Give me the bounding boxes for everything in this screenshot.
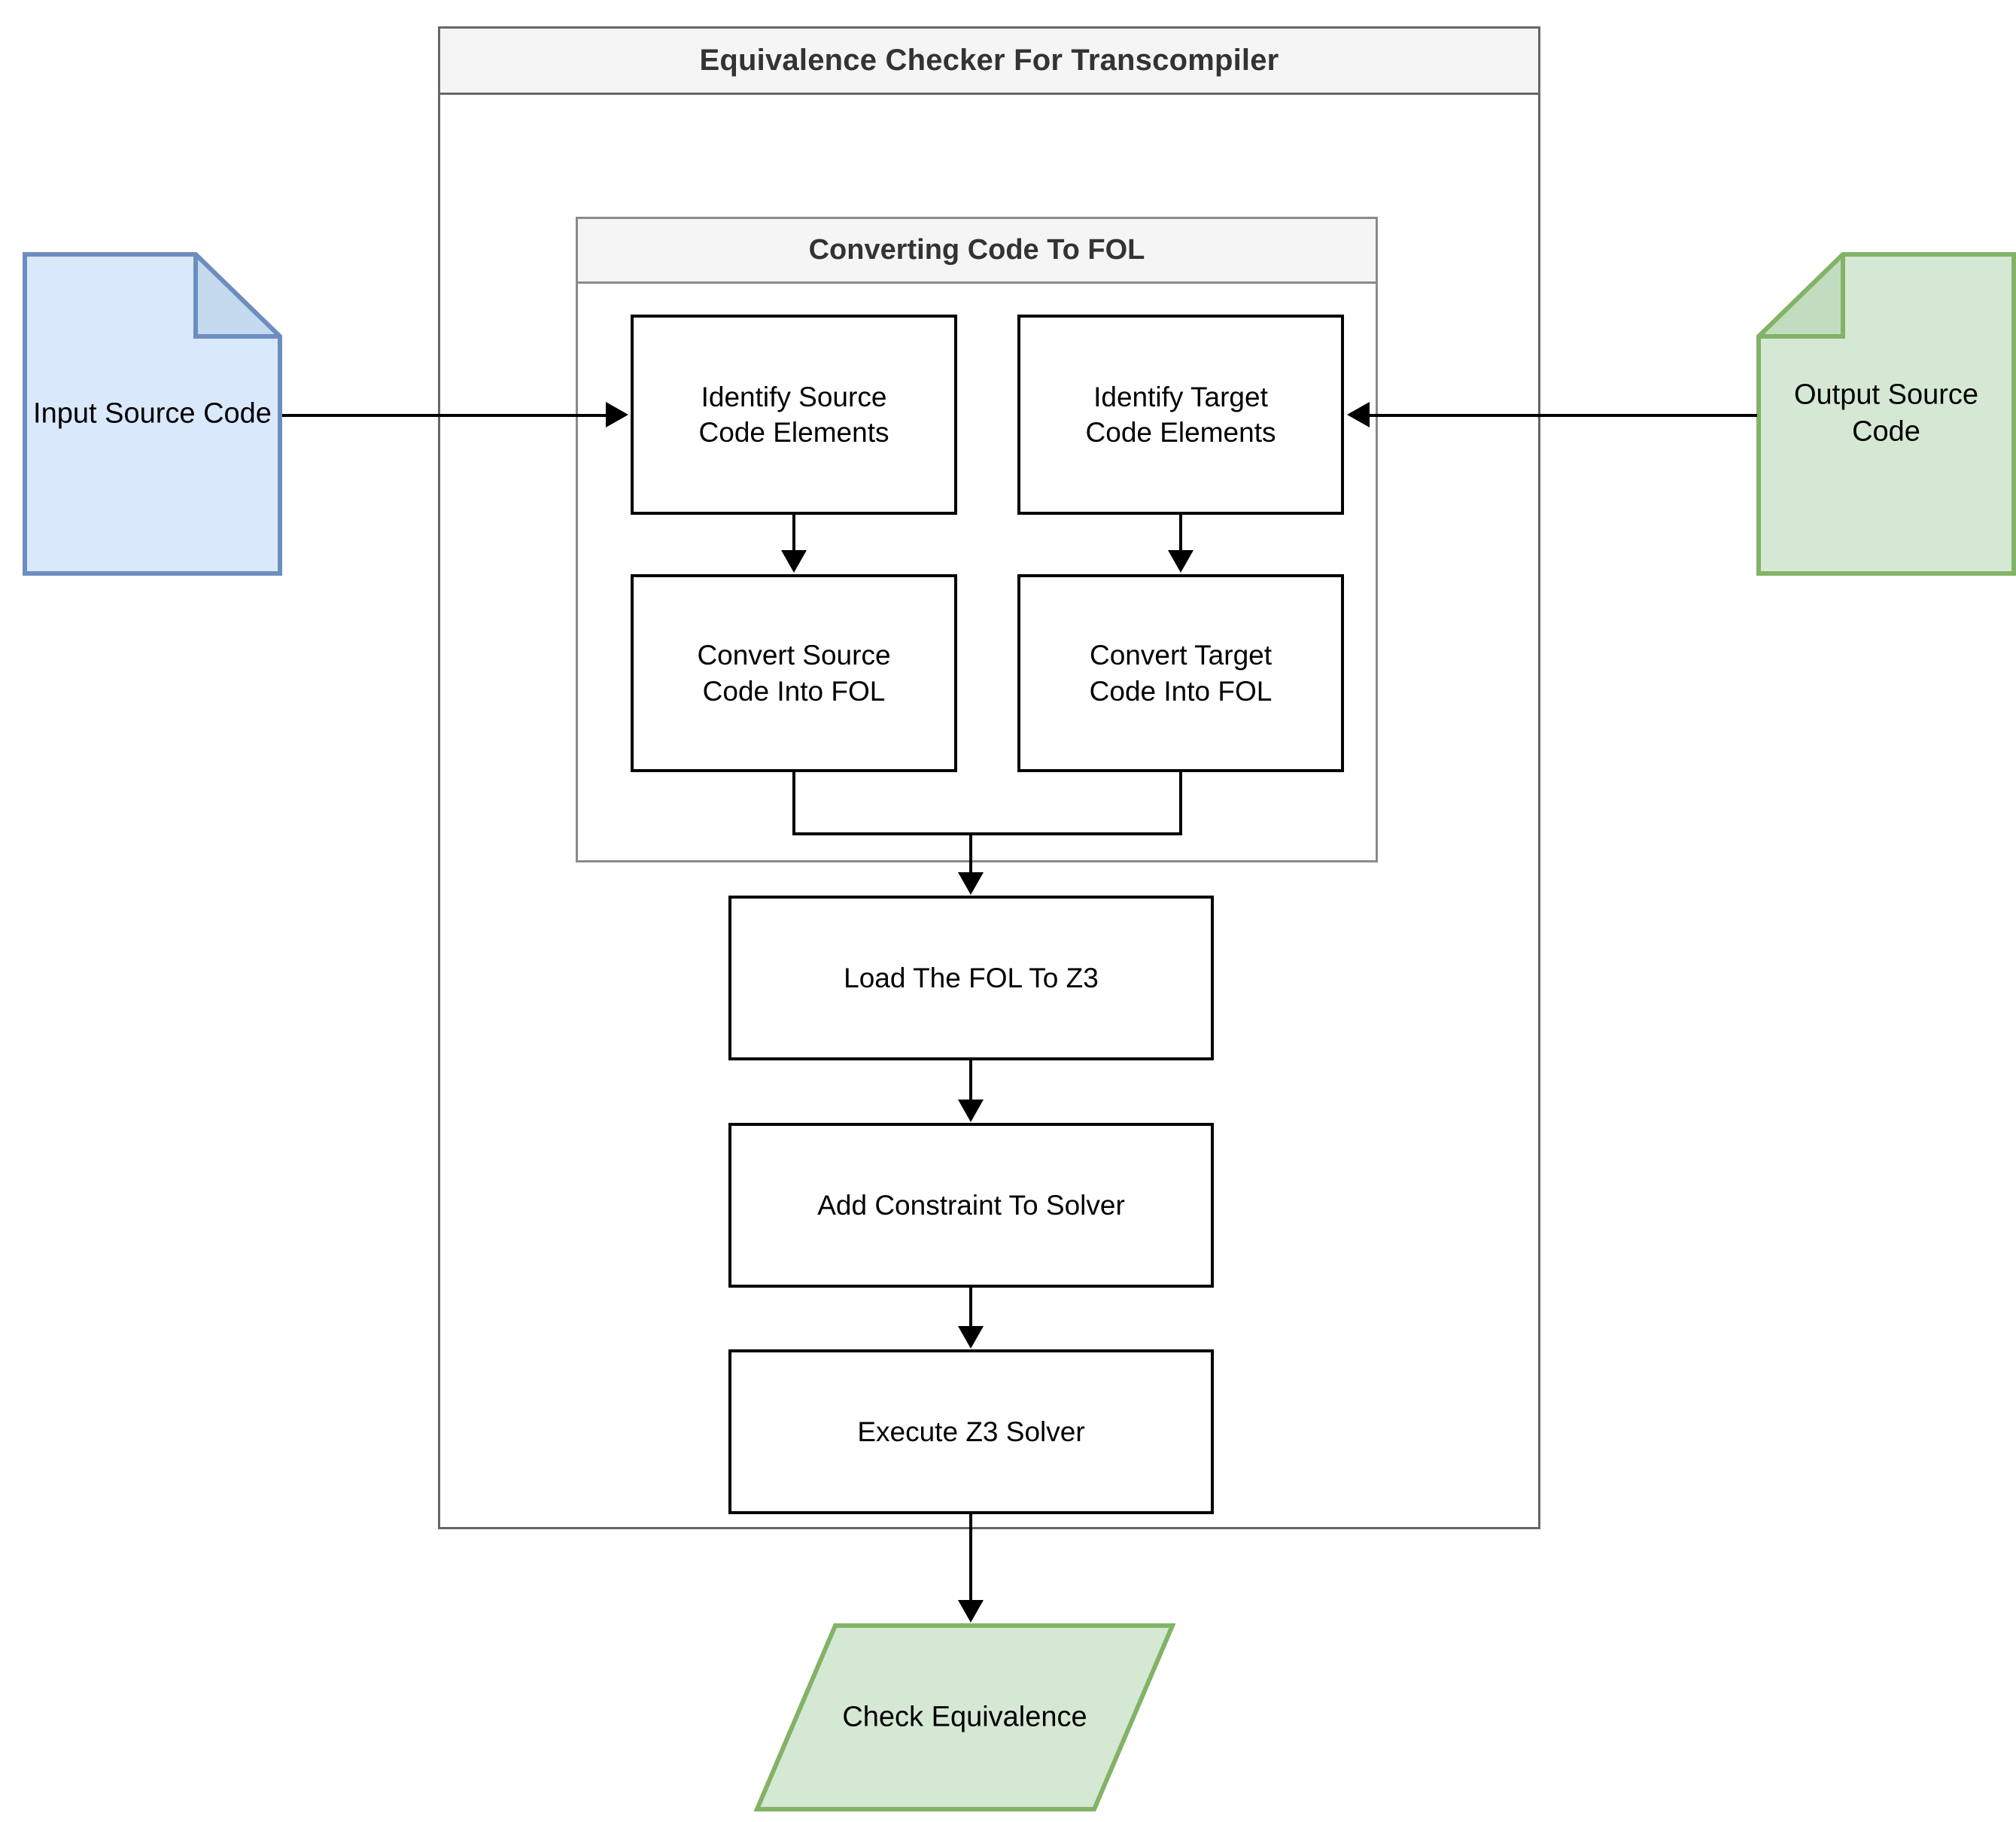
node-convert-source-code-into-fol[interactable]: Convert Source Code Into FOL: [631, 574, 957, 772]
edge-identify-source-to-convert-source: [792, 515, 795, 552]
node-identify-target-code-elements-label: Identify Target Code Elements: [1085, 381, 1276, 448]
node-input-source-code-label: Input Source Code: [33, 397, 272, 430]
node-convert-source-code-into-fol-label: Convert Source Code Into FOL: [697, 640, 891, 707]
edge-add-constraint-to-execute-z3: [969, 1288, 972, 1328]
node-load-the-fol-to-z3[interactable]: Load The FOL To Z3: [728, 896, 1214, 1060]
edge-merge-bar: [792, 832, 1182, 835]
edge-merge-to-load-fol: [969, 832, 972, 874]
node-load-the-fol-to-z3-label: Load The FOL To Z3: [844, 962, 1099, 993]
edge-merge-to-load-fol-arrowhead: [958, 872, 984, 895]
edge-add-constraint-to-execute-z3-arrowhead: [958, 1326, 984, 1349]
edge-identify-source-to-convert-source-arrowhead: [781, 550, 807, 573]
edge-convert-source-stem: [792, 772, 795, 835]
node-input-source-code[interactable]: Input Source Code: [23, 252, 282, 576]
document-shape-icon: [1756, 252, 2016, 576]
outer-container-title: Equivalence Checker For Transcompiler: [440, 29, 1538, 95]
node-identify-source-code-elements-label: Identify Source Code Elements: [698, 381, 889, 448]
node-convert-target-code-into-fol-label: Convert Target Code Into FOL: [1089, 640, 1273, 707]
edge-output-to-identify-target-arrowhead: [1347, 402, 1370, 427]
node-output-source-code-label: Output Source Code: [1793, 379, 1979, 448]
node-convert-target-code-into-fol[interactable]: Convert Target Code Into FOL: [1017, 574, 1344, 772]
node-identify-source-code-elements[interactable]: Identify Source Code Elements: [631, 315, 957, 515]
edge-output-to-identify-target: [1370, 414, 1757, 417]
parallelogram-shape-icon: [753, 1623, 1176, 1811]
edge-load-fol-to-add-constraint: [969, 1060, 972, 1101]
node-output-source-code[interactable]: Output Source Code: [1756, 252, 2016, 576]
node-add-constraint-to-solver-label: Add Constraint To Solver: [817, 1189, 1125, 1221]
node-identify-target-code-elements[interactable]: Identify Target Code Elements: [1017, 315, 1344, 515]
edge-input-to-identify-source: [282, 414, 607, 417]
node-execute-z3-solver-label: Execute Z3 Solver: [857, 1416, 1085, 1447]
edge-identify-target-to-convert-target: [1179, 515, 1182, 552]
inner-container-title: Converting Code To FOL: [578, 219, 1376, 284]
node-add-constraint-to-solver[interactable]: Add Constraint To Solver: [728, 1123, 1214, 1288]
edge-load-fol-to-add-constraint-arrowhead: [958, 1100, 984, 1122]
edge-execute-z3-to-check-equivalence: [969, 1514, 972, 1601]
node-check-equivalence[interactable]: Check Equivalence: [753, 1623, 1176, 1812]
edge-convert-target-stem: [1179, 772, 1182, 835]
node-check-equivalence-label: Check Equivalence: [842, 1701, 1087, 1733]
edge-execute-z3-to-check-equivalence-arrowhead: [958, 1600, 984, 1623]
edge-identify-target-to-convert-target-arrowhead: [1168, 550, 1193, 573]
edge-input-to-identify-source-arrowhead: [606, 402, 628, 427]
node-execute-z3-solver[interactable]: Execute Z3 Solver: [728, 1349, 1214, 1514]
document-shape-icon: [23, 252, 282, 576]
